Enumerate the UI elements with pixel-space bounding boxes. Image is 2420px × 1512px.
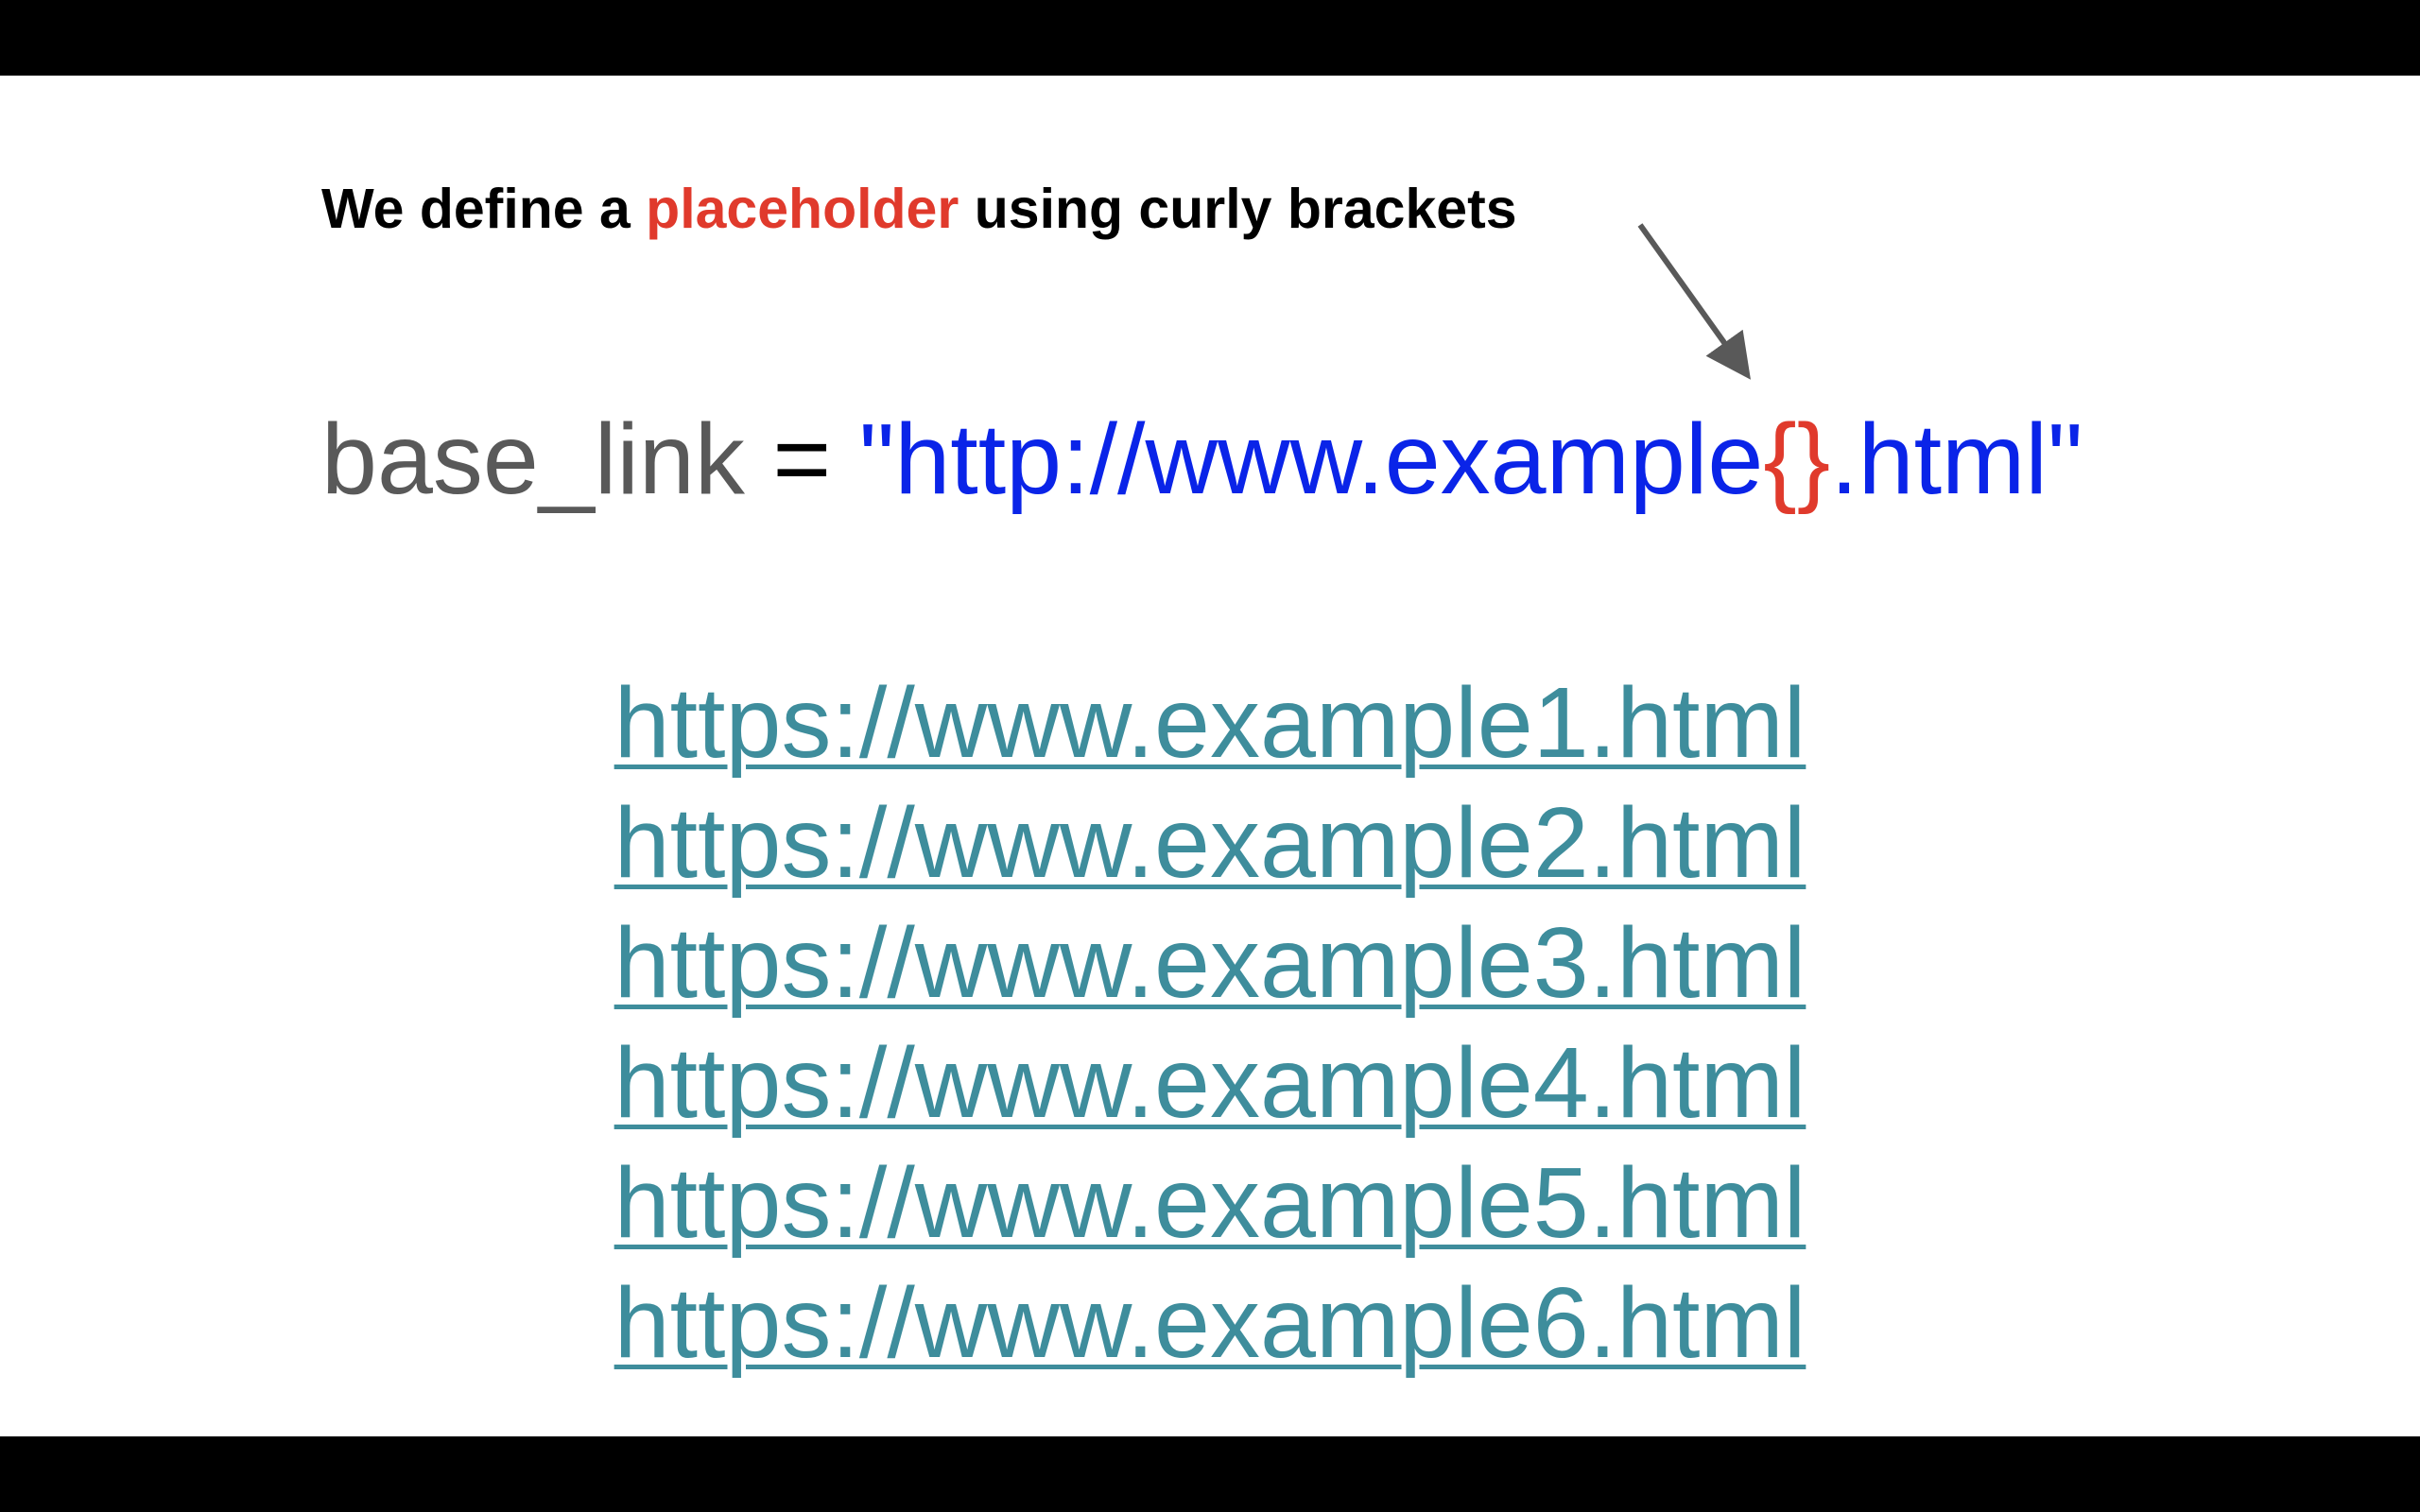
bottom-letterbox-bar (0, 1436, 2420, 1512)
annotation-text: We define a placeholder using curly brac… (321, 176, 1517, 243)
link-item[interactable]: https://www.example4.html (614, 1027, 1806, 1139)
link-item[interactable]: https://www.example1.html (614, 667, 1806, 779)
annotation-text-after: using curly brackets (959, 178, 1517, 240)
top-letterbox-bar (0, 0, 2420, 76)
code-string-start: "http://www.example (858, 404, 1764, 515)
link-item[interactable]: https://www.example5.html (614, 1147, 1806, 1259)
annotation-highlight: placeholder (646, 178, 959, 240)
code-variable: base_link (321, 404, 745, 515)
link-item[interactable]: https://www.example2.html (614, 787, 1806, 899)
link-list: https://www.example1.html https://www.ex… (0, 663, 2420, 1383)
annotation-text-before: We define a (321, 178, 647, 240)
code-line: base_link = "http://www.example{}.html" (321, 400, 2083, 520)
code-operator: = (744, 404, 859, 515)
code-string-end: .html" (1830, 404, 2083, 515)
code-placeholder: {} (1763, 404, 1831, 515)
slide: We define a placeholder using curly brac… (0, 76, 2420, 1436)
link-item[interactable]: https://www.example6.html (614, 1267, 1806, 1379)
link-item[interactable]: https://www.example3.html (614, 907, 1806, 1019)
